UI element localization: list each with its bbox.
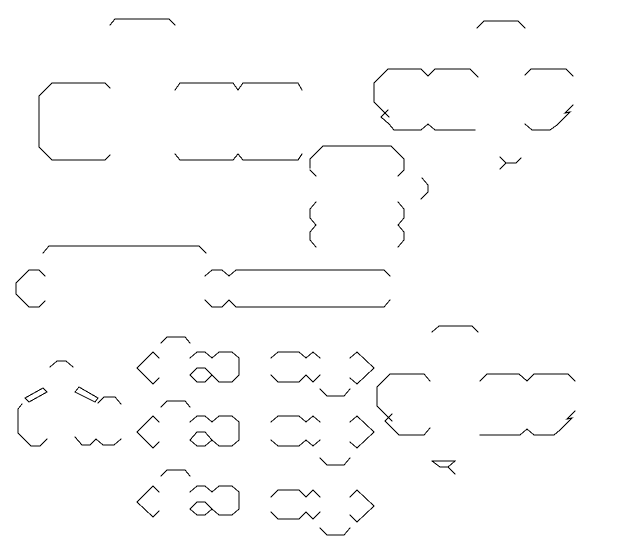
bottom-left-figure-glyph <box>17 360 122 447</box>
right-lower-double-bar-glyph <box>479 373 576 436</box>
small-tick-glyph <box>499 156 522 170</box>
double-bar-glyph-top <box>174 82 303 161</box>
grid-row-1-glyphs <box>136 336 375 397</box>
top-right-bar-fragment <box>476 20 526 29</box>
right-lower-bracket-glyph <box>376 325 479 436</box>
grid-row-3-glyphs <box>136 469 375 536</box>
top-left-bar-fragment <box>109 18 176 26</box>
small-left-chevron <box>15 269 46 308</box>
right-upper-bracket-glyph <box>373 68 479 131</box>
center-small-chevron <box>420 177 429 200</box>
long-double-bar-glyph <box>204 269 391 308</box>
right-upper-tail-glyph <box>524 68 574 131</box>
center-tall-glyph <box>309 145 405 248</box>
grid-row-2-glyphs <box>136 400 375 466</box>
wide-bar-fragment <box>42 245 207 254</box>
bottom-small-arrow-glyph <box>431 460 457 475</box>
left-bracket-glyph <box>38 82 111 161</box>
